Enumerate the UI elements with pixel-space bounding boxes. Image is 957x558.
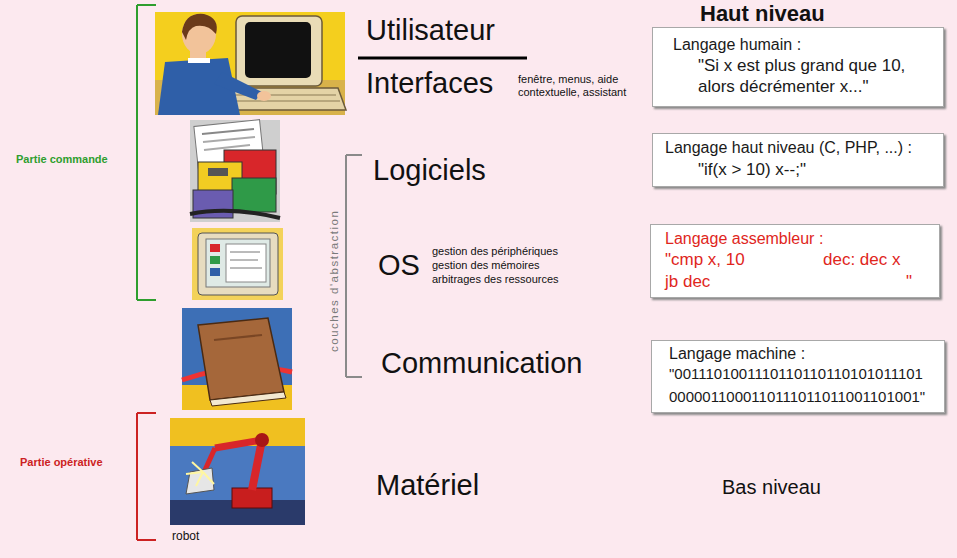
layer-name: OS (378, 249, 420, 282)
bracket-label: couches d'abstraction (328, 210, 341, 352)
level-heading: Bas niveau (722, 476, 821, 499)
box-text: jb dec (665, 272, 710, 292)
part-name: Partie opérative (20, 456, 103, 469)
operative-bracket (137, 413, 156, 540)
robot-picture (170, 418, 305, 525)
box-text: "Si x est plus grand que 10, alors décré… (698, 55, 930, 97)
abstraction-bracket (346, 155, 362, 377)
command-bracket (137, 5, 156, 300)
box-text: "if(x > 10) x--;" (698, 160, 806, 180)
software-picture (190, 120, 280, 222)
picture-caption: robot (172, 530, 199, 544)
box-heading: Langage haut niveau (C, PHP, ...) : (665, 138, 912, 157)
human-language-box: Langage humain :"Si x est plus grand que… (652, 27, 944, 107)
user-picture (155, 12, 346, 115)
layer-note: fenêtre, menus, aide (518, 73, 618, 86)
layer-name: Interfaces (366, 67, 493, 100)
layer-name: Communication (381, 347, 582, 380)
layer-note: arbitrages des ressources (432, 273, 559, 286)
layer-note: contextuelle, assistant (518, 86, 626, 99)
box-text: " (906, 272, 912, 292)
box-text: "0011101001110110110110101011101 0000011… (669, 362, 937, 408)
box-heading: Langage machine : (669, 344, 805, 363)
box-heading: Langage assembleur : (665, 229, 823, 248)
box-text: dec: dec x (823, 250, 901, 270)
box-heading: Langage humain : (673, 35, 801, 54)
layer-name: Utilisateur (366, 14, 495, 47)
machine-language-box: Langage machine :"0011101001110110110110… (651, 340, 945, 413)
layer-name: Matériel (376, 469, 479, 502)
assembly-language-box: Langage assembleur : "cmp x, 10 dec: dec x… (650, 224, 940, 298)
communication-picture (182, 308, 292, 410)
high-level-language-box: Langage haut niveau (C, PHP, ...) : "if(x… (652, 133, 944, 187)
part-name: Partie commande (16, 153, 108, 166)
box-text: "cmp x, 10 (665, 250, 745, 270)
layer-note: gestion des périphériques (432, 245, 558, 258)
os-picture (192, 228, 283, 300)
level-heading: Haut niveau (700, 1, 825, 26)
layer-name: Logiciels (373, 154, 486, 187)
separator-line (358, 57, 527, 60)
layer-note: gestion des mémoires (432, 259, 540, 272)
